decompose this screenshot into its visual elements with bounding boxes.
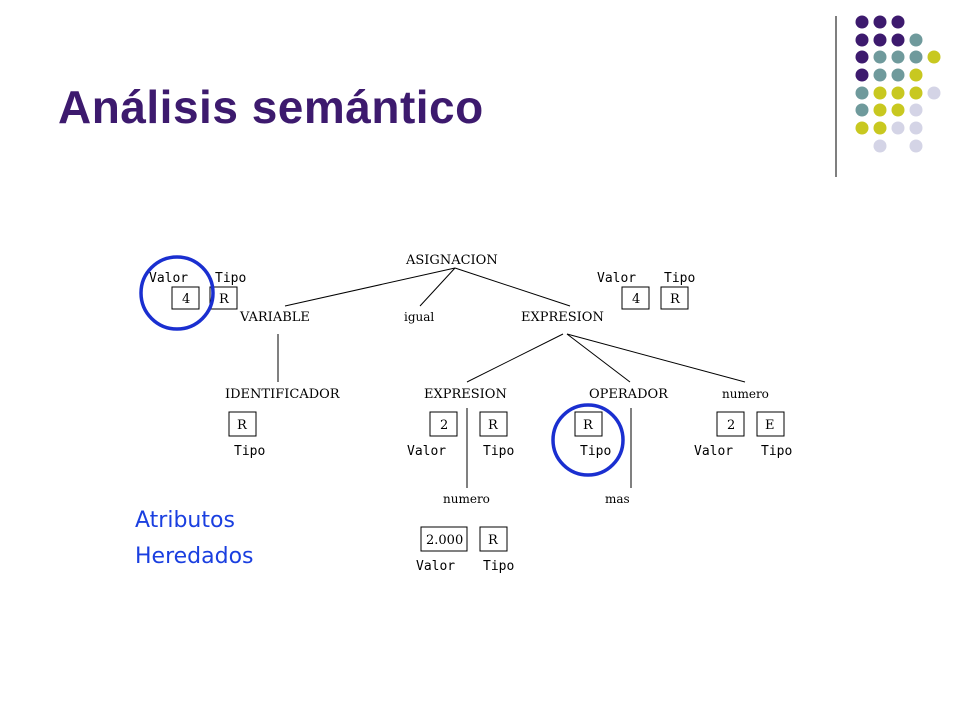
dot xyxy=(909,103,923,117)
node-variable: VARIABLE xyxy=(239,310,310,325)
attr-value: 4 xyxy=(632,292,640,307)
node-numero-top: numero xyxy=(722,387,769,401)
attr-value: 2.000 xyxy=(426,533,463,548)
dot xyxy=(855,103,869,117)
attr-label-tipo: Tipo xyxy=(215,271,246,286)
attr-label-tipo: Tipo xyxy=(483,559,514,574)
dot xyxy=(855,50,869,64)
attr-box-valor xyxy=(420,526,468,552)
node-operador: OPERADOR xyxy=(589,387,669,402)
dot xyxy=(909,86,923,100)
node-numero-leaf: numero xyxy=(443,492,490,506)
dot xyxy=(855,33,869,47)
attr-label-valor: Valor xyxy=(694,444,733,459)
attr-box-tipo xyxy=(479,411,508,437)
attr-box-tipo xyxy=(660,286,689,310)
highlight-circle xyxy=(139,255,215,331)
attr-label-tipo: Tipo xyxy=(580,444,611,459)
dot xyxy=(927,86,941,100)
dot xyxy=(873,121,887,135)
attr-box-tipo xyxy=(574,411,603,437)
legend-line-1: Atributos xyxy=(135,508,235,533)
attr-value: R xyxy=(488,533,499,548)
edge-asignacion-variable xyxy=(284,267,456,307)
dot xyxy=(891,103,905,117)
dot xyxy=(873,15,887,29)
dot xyxy=(873,86,887,100)
dot xyxy=(891,68,905,82)
dot xyxy=(873,33,887,47)
decorative-dots xyxy=(855,15,941,153)
dot xyxy=(891,15,905,29)
attr-box-tipo xyxy=(228,411,257,437)
attr-value: R xyxy=(488,418,499,433)
attr-box-valor xyxy=(621,286,650,310)
dot xyxy=(855,86,869,100)
attr-box-valor xyxy=(429,411,458,437)
attr-value: 2 xyxy=(727,418,735,433)
dot xyxy=(909,68,923,82)
edge-asignacion-igual xyxy=(419,267,456,307)
dot xyxy=(873,68,887,82)
dot xyxy=(855,121,869,135)
node-asignacion: ASIGNACION xyxy=(405,253,498,268)
node-identificador: IDENTIFICADOR xyxy=(225,387,341,402)
dot xyxy=(873,139,887,153)
dot xyxy=(909,121,923,135)
tree-edges xyxy=(277,267,746,488)
node-mas: mas xyxy=(605,492,630,506)
node-expresion-child: EXPRESION xyxy=(424,387,507,402)
dot xyxy=(855,15,869,29)
attr-box-valor xyxy=(171,286,200,310)
dot xyxy=(891,121,905,135)
dot xyxy=(909,50,923,64)
attr-value: R xyxy=(219,292,230,307)
dot xyxy=(891,33,905,47)
attr-value: R xyxy=(583,418,594,433)
attr-label-valor: Valor xyxy=(149,271,188,286)
edge-expresion-operador xyxy=(566,333,631,383)
attr-label-tipo: Tipo xyxy=(483,444,514,459)
node-expresion: EXPRESION xyxy=(521,310,604,325)
edge-asignacion-expresion xyxy=(454,267,571,307)
attr-value: 4 xyxy=(182,292,190,307)
dot xyxy=(927,50,941,64)
dot xyxy=(909,139,923,153)
attr-label-valor: Valor xyxy=(407,444,446,459)
attr-value: R xyxy=(237,418,248,433)
dot xyxy=(891,50,905,64)
attr-box-valor xyxy=(716,411,745,437)
dot xyxy=(873,50,887,64)
attr-value: 2 xyxy=(440,418,448,433)
attr-label-valor: Valor xyxy=(597,271,636,286)
edge-expresion-numero xyxy=(566,333,746,383)
node-igual: igual xyxy=(404,310,434,324)
attr-label-tipo: Tipo xyxy=(234,444,265,459)
edge-expresion-expresionchild xyxy=(466,333,564,383)
dot xyxy=(891,86,905,100)
attr-label-tipo: Tipo xyxy=(664,271,695,286)
dot xyxy=(855,68,869,82)
slide-title: Análisis semántico xyxy=(58,81,484,133)
attr-box-tipo xyxy=(479,526,508,552)
attr-label-valor: Valor xyxy=(416,559,455,574)
dot xyxy=(909,33,923,47)
attr-box-tipo xyxy=(756,411,785,437)
legend-line-2: Heredados xyxy=(135,544,254,569)
attr-box-tipo xyxy=(209,286,238,310)
dot xyxy=(873,103,887,117)
attr-value: R xyxy=(670,292,681,307)
highlight-circle xyxy=(551,403,625,477)
attr-label-tipo: Tipo xyxy=(761,444,792,459)
attr-value: E xyxy=(765,418,775,433)
